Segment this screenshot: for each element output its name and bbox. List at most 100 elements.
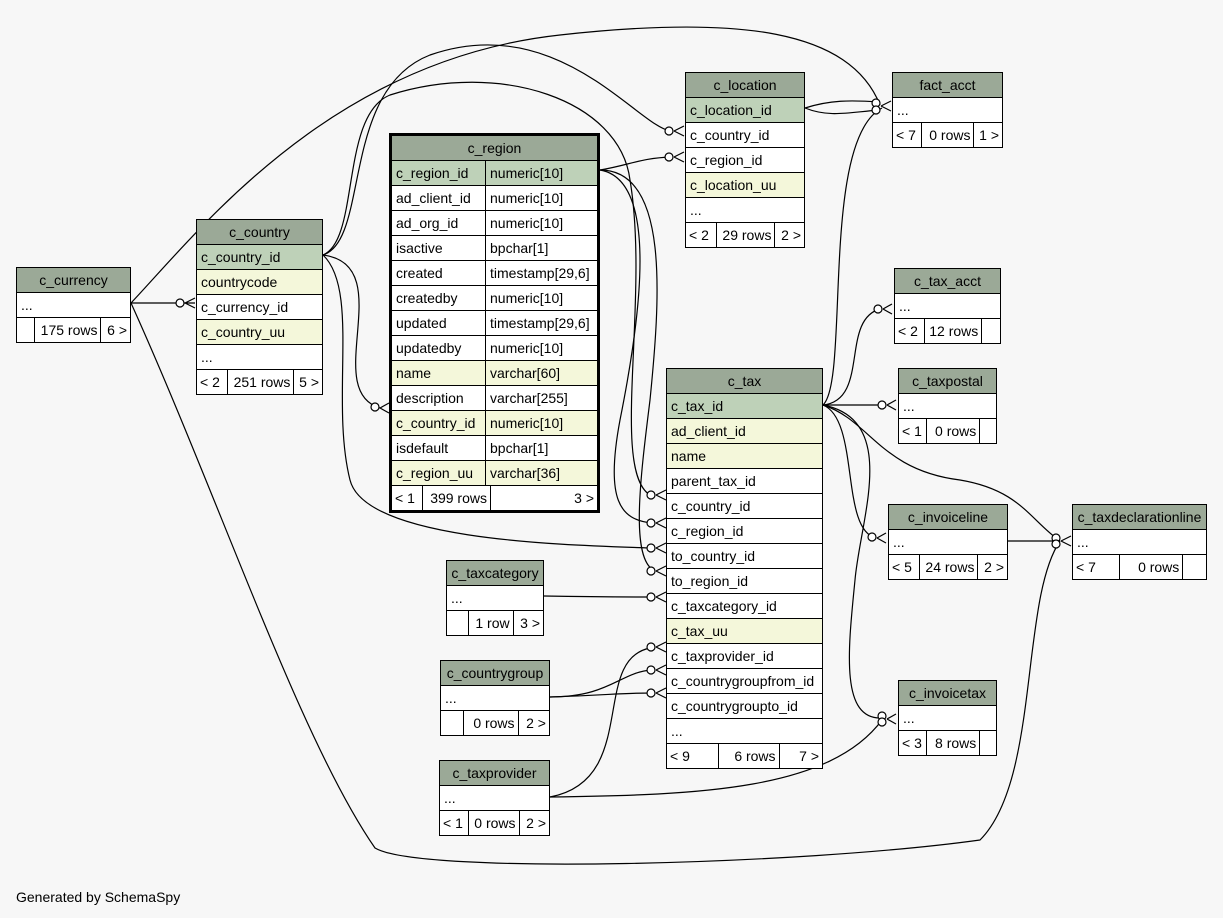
row-count: 12 rows <box>924 319 981 343</box>
end-marker <box>871 105 881 115</box>
column-row: ... <box>440 786 549 811</box>
crowfoot-marker <box>655 687 667 699</box>
table-header-c-tax-acct[interactable]: c_tax_acct <box>895 269 1000 294</box>
end-marker <box>646 665 656 675</box>
edge-tax-invoicetax <box>822 404 883 719</box>
crowfoot-marker <box>882 303 893 315</box>
crowfoot-marker <box>655 591 667 603</box>
children-link[interactable]: 3 > <box>512 611 543 635</box>
column-name: c_currency_id <box>201 299 289 315</box>
parents-link[interactable]: < 2 <box>200 374 220 390</box>
row-count: 399 rows <box>422 486 490 510</box>
children-link[interactable] <box>1182 555 1206 579</box>
column-row: name <box>667 444 822 469</box>
column-name: ... <box>451 590 463 606</box>
table-header-c-countrygroup[interactable]: c_countrygroup <box>441 661 549 686</box>
children-link[interactable]: 2 > <box>774 223 804 247</box>
edge-taxprovider-invoicetax <box>549 719 883 798</box>
parents-link[interactable]: < 7 <box>896 127 916 143</box>
table-header-c-region[interactable]: c_region <box>392 136 597 161</box>
table-header-c-location[interactable]: c_location <box>686 73 804 98</box>
parents-link[interactable]: < 9 <box>670 748 690 764</box>
table-header-c-tax[interactable]: c_tax <box>667 369 822 394</box>
parents-link[interactable]: < 1 <box>443 815 463 831</box>
children-link[interactable] <box>979 731 996 755</box>
column-row: ... <box>899 394 996 419</box>
parents-link[interactable]: < 2 <box>689 227 709 243</box>
parents-link[interactable]: < 1 <box>395 490 415 506</box>
column-row: c_country_id <box>197 245 322 270</box>
end-marker <box>646 518 656 528</box>
table-header-c-taxdeclarationline[interactable]: c_taxdeclarationline <box>1073 505 1206 530</box>
table-header-c-taxcategory[interactable]: c_taxcategory <box>447 561 543 586</box>
parents-link[interactable]: < 2 <box>898 323 918 339</box>
children-link[interactable]: 6 > <box>100 318 130 342</box>
table-footer: < 2 12 rows <box>895 319 1000 343</box>
parents-link[interactable]: < 1 <box>902 423 922 439</box>
end-marker <box>646 566 656 576</box>
generated-by-footer: Generated by SchemaSpy <box>16 889 181 905</box>
table-header-c-country[interactable]: c_country <box>197 220 322 245</box>
column-row: to_country_id <box>667 544 822 569</box>
parents-link[interactable]: < 5 <box>892 559 912 575</box>
table-header-c-invoicetax[interactable]: c_invoicetax <box>899 681 996 706</box>
children-link[interactable]: 2 > <box>977 555 1007 579</box>
children-link[interactable] <box>981 319 1000 343</box>
children-link[interactable]: 2 > <box>518 811 549 835</box>
table-header-c-taxpostal[interactable]: c_taxpostal <box>899 369 996 394</box>
edge-currency-taxdecl <box>130 302 1061 865</box>
column-row: c_taxprovider_id <box>667 644 822 669</box>
edge-region-tax-to-region <box>599 169 658 572</box>
column-name: name <box>671 448 707 464</box>
column-name: c_tax_id <box>671 398 724 414</box>
parents-link[interactable]: < 7 <box>1076 559 1096 575</box>
children-link[interactable]: 7 > <box>778 744 822 768</box>
parents-link[interactable] <box>17 318 34 342</box>
table-c-tax-acct[interactable]: c_tax_acct... < 2 12 rows <box>894 268 1001 344</box>
end-marker <box>867 532 877 542</box>
table-header-c-currency[interactable]: c_currency <box>17 268 130 293</box>
column-name: to_country_id <box>671 548 756 564</box>
children-link[interactable] <box>979 419 996 443</box>
column-name: countrycode <box>201 274 278 290</box>
children-link[interactable]: 3 > <box>490 486 597 510</box>
crowfoot-marker <box>655 489 667 501</box>
column-name: ... <box>21 297 33 313</box>
parents-link[interactable] <box>447 611 468 635</box>
column-name: parent_tax_id <box>671 473 756 489</box>
crowfoot-marker <box>1060 535 1072 547</box>
table-header-c-taxprovider[interactable]: c_taxprovider <box>440 761 549 786</box>
parents-link[interactable] <box>441 711 463 735</box>
children-link[interactable]: 2 > <box>517 711 549 735</box>
end-marker <box>646 688 656 698</box>
children-link[interactable]: 1 > <box>973 123 1002 147</box>
row-count: 1 row <box>467 611 513 635</box>
column-name: c_countrygroupto_id <box>671 698 798 714</box>
column-name: ... <box>690 202 702 218</box>
column-name: c_region_id <box>690 152 763 168</box>
parents-link[interactable]: < 3 <box>902 735 922 751</box>
table-header-c-invoiceline[interactable]: c_invoiceline <box>889 505 1007 530</box>
column-row: ... <box>895 294 1000 319</box>
table-header-fact-acct[interactable]: fact_acct <box>893 73 1002 98</box>
column-row: c_tax_id <box>667 394 822 419</box>
children-link[interactable]: 5 > <box>293 370 322 394</box>
edge-countrygroup-tax-to <box>549 692 653 698</box>
column-name: ad_client_id <box>671 423 746 439</box>
